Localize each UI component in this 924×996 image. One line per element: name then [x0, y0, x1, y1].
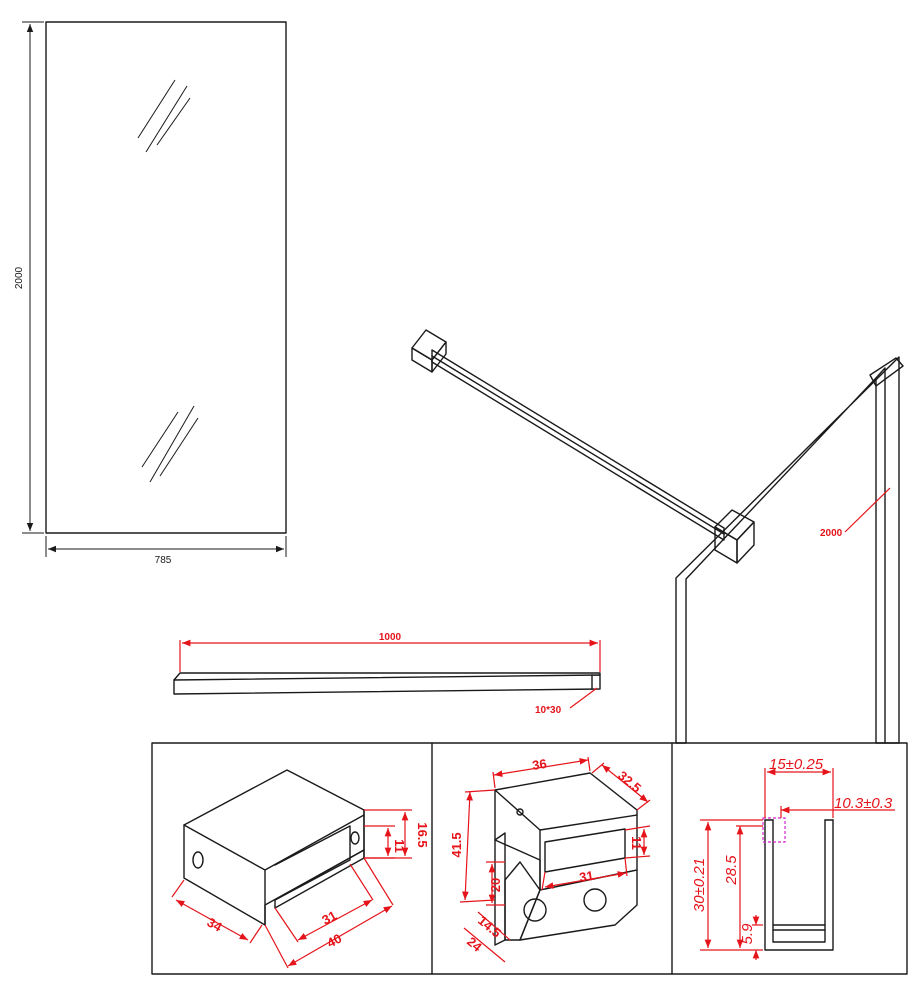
clamp-neck-label: 20: [488, 878, 503, 892]
assembly-support-bar: [411, 329, 755, 564]
wall-bracket-detail: 34 31 40 16.5 11: [171, 769, 430, 969]
glass-panel-view: 2000 785: [14, 21, 287, 566]
clamp-height-label: 41.5: [449, 832, 464, 857]
profile-highlight: [762, 817, 786, 843]
assembly-glass-clamp: [714, 509, 755, 541]
glass-glare-marks: [137, 79, 199, 483]
clamp-top-width-label: 36: [531, 756, 548, 773]
bracket-outer-width-label: 40: [324, 931, 344, 951]
panel-width-label: 785: [155, 555, 172, 566]
clamp-slot-width-label: 31: [578, 868, 595, 885]
profile-height-inner-label: 28.5: [723, 855, 740, 886]
detail-table: [151, 742, 908, 975]
bar-section-callout: 10*30: [535, 687, 598, 716]
bracket-slot-label: 11: [392, 839, 407, 853]
assembly-glass-panel: [675, 356, 904, 744]
assembly-isometric-view: 2000: [411, 329, 904, 744]
support-bar-view: 1000 10*30: [173, 632, 601, 716]
bar-length-label: 1000: [379, 632, 402, 643]
profile-top-opening-label: 15±0.25: [769, 756, 824, 773]
profile-lip-label: 10.3±0.3: [834, 795, 893, 812]
panel-height-label: 2000: [14, 266, 25, 289]
clamp-slot-label: 11: [629, 836, 644, 850]
clamp-top-depth-label: 32.5: [615, 768, 644, 796]
bracket-height-label: 16.5: [415, 822, 430, 847]
panel-height-dimension: 2000: [14, 21, 44, 534]
glass-clamp-detail: 36 32.5 41.5 11 31 20 14.5 24: [449, 756, 651, 963]
profile-section-detail: 15±0.25 10.3±0.3 30±0.21 28.5 5.9: [691, 756, 895, 960]
clamp-base2-label: 24: [464, 934, 485, 955]
glass-panel-outline: [45, 21, 287, 534]
panel-width-dimension: 785: [45, 536, 287, 566]
bracket-inner-width-label: 31: [319, 908, 339, 928]
clamp-base1-label: 14.5: [475, 913, 504, 941]
profile-height-total-label: 30±0.21: [691, 858, 708, 912]
bar-section-label: 10*30: [535, 705, 562, 716]
assembly-height-callout: 2000: [820, 487, 891, 539]
assembly-height-label: 2000: [820, 528, 843, 539]
bar-length-dimension: 1000: [179, 632, 601, 672]
profile-base-label: 5.9: [739, 923, 756, 945]
